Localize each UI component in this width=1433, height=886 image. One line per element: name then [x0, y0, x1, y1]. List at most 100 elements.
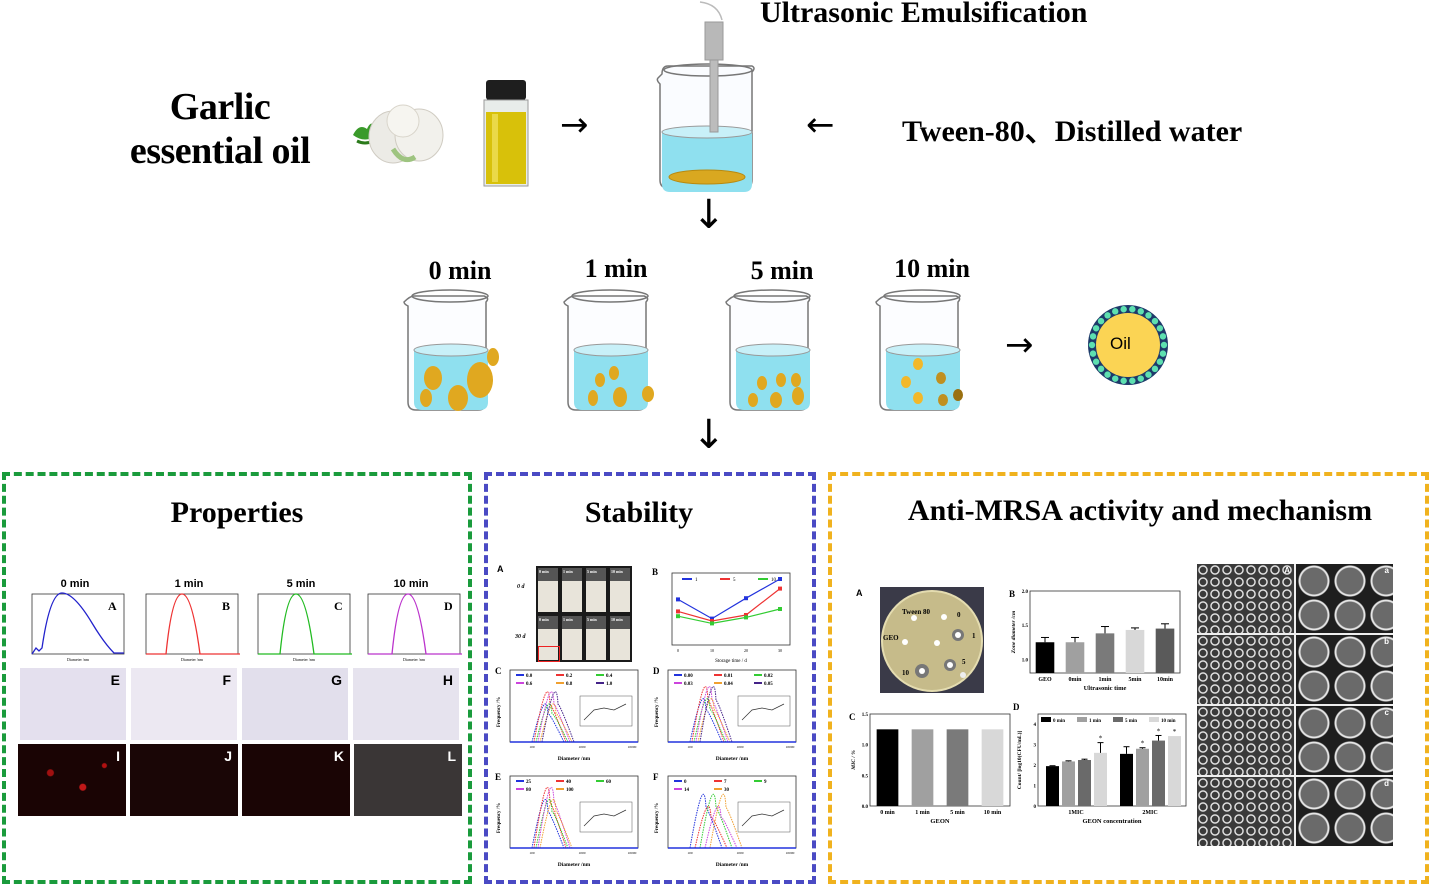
legend-label: 0.0 — [526, 674, 533, 679]
arrow-down-1: ↓ — [692, 192, 726, 238]
y-tick-label: 0 — [1034, 805, 1037, 810]
surfactant-bead — [1120, 306, 1127, 313]
y-axis-label: Count/ [log10(CFU/mL)] — [1016, 731, 1023, 790]
x-tick: 10 — [710, 648, 714, 653]
x-tick: 10000 — [786, 745, 795, 749]
sem-image: A — [1197, 564, 1294, 633]
x-tick: 1000 — [579, 851, 586, 855]
data-point — [676, 614, 680, 619]
anti-mrsa-title: Anti-MRSA activity and mechanism — [907, 494, 1373, 527]
dist-title-3: 10 min — [393, 578, 429, 590]
x-tick-label: 1min — [1098, 677, 1112, 683]
oil-label: Oil — [1110, 334, 1131, 353]
y-tick-label: 1.5 — [1022, 624, 1029, 629]
bar-1min — [1095, 633, 1115, 673]
surfactant-bead — [1129, 377, 1136, 384]
series-line-10 — [677, 608, 781, 625]
data-point — [676, 597, 680, 602]
legend-label: 80 — [526, 788, 532, 793]
legend-label: 25 — [526, 780, 532, 785]
distribution-curve — [368, 593, 462, 655]
surfactant-bead — [1112, 375, 1119, 382]
group-label: 2MIC — [1142, 810, 1157, 816]
surfactant-bead — [1092, 325, 1100, 332]
y-tick-label: 1.0 — [862, 744, 869, 749]
sem-label: b — [1384, 637, 1389, 646]
sem-label: A — [1284, 566, 1290, 575]
legend-label: 0.05 — [764, 682, 773, 687]
surfactant-bead — [1137, 308, 1144, 315]
bar-0min — [1065, 642, 1085, 673]
x-tick: 100 — [687, 851, 693, 855]
x-tick-label: 0min — [1068, 677, 1082, 683]
fluorescence-J: J — [130, 744, 238, 816]
data-point — [778, 586, 782, 591]
vial-label: 10 min — [611, 617, 623, 622]
y-tick-label: 1.5 — [862, 713, 869, 718]
x-tick: 10000 — [786, 851, 795, 855]
surfactant-bead — [1137, 375, 1144, 382]
y-axis-label: Frequency /% — [497, 697, 502, 727]
x-axis-label: Diameter /nm — [716, 756, 749, 762]
plate-label-tween: Tween 80 — [902, 608, 931, 616]
surfactant-bead — [1092, 358, 1100, 365]
x-tick: 100 — [687, 745, 693, 749]
panel-letter: B — [1009, 589, 1015, 599]
data-point — [778, 607, 782, 611]
distribution-curve — [533, 786, 567, 849]
arrow-down-2: ↓ — [692, 412, 726, 458]
legend-label: 0.8 — [566, 682, 573, 687]
distribution-curve — [146, 593, 240, 655]
y-tick-label: 4 — [1034, 723, 1037, 728]
row-30d: 30 d — [515, 634, 526, 640]
significance-marker: * — [1157, 727, 1161, 735]
dist-title-0: 0 min — [60, 578, 90, 590]
sem-image: c — [1296, 706, 1393, 775]
plate-letter: A — [856, 588, 863, 598]
bar-2MIC-10min — [1168, 736, 1181, 806]
emulsion-beakers — [403, 289, 963, 411]
series-line-1 — [677, 578, 781, 620]
properties-title: Properties — [170, 496, 304, 529]
label-H: H — [442, 672, 453, 688]
micrograph-E: E — [20, 668, 126, 740]
data-point — [778, 577, 782, 581]
legend-label: 0 — [684, 780, 687, 785]
garlic-icon — [353, 104, 444, 164]
legend-label: 10 — [771, 578, 777, 583]
sem-image: b — [1296, 635, 1393, 704]
y-tick-label: 0.5 — [862, 774, 869, 779]
x-tick: 1000 — [737, 851, 744, 855]
sem-label: d — [1384, 779, 1389, 788]
label-K: K — [333, 748, 344, 764]
legend-label: 40 — [566, 780, 572, 785]
distribution-curve — [535, 703, 569, 743]
inset-line — [741, 703, 785, 721]
time-label-0: 0 min — [428, 256, 492, 285]
legend-swatch — [1041, 717, 1051, 722]
beaker-5min — [725, 289, 811, 411]
legend-label: 10 min — [1161, 719, 1176, 724]
surfactant-bead — [1097, 365, 1105, 373]
x-tick: 30 — [778, 648, 782, 653]
surfactant-bead — [1160, 341, 1168, 349]
y-tick-label: 2 — [1034, 764, 1037, 769]
x-tick-label: 10 min — [984, 810, 1002, 816]
legend-label: 5 min — [1125, 719, 1137, 724]
distribution-curve — [691, 686, 725, 743]
surfactant-bead — [1159, 333, 1167, 340]
anti-mrsa-panel — [828, 472, 1429, 884]
additives-label: Tween-80、Distilled water — [902, 115, 1243, 148]
data-point — [676, 609, 680, 614]
arrow-right-1: → — [560, 105, 589, 145]
distribution-curve — [695, 686, 729, 743]
oil-droplet-icon — [1088, 305, 1168, 385]
label-F: F — [222, 672, 231, 688]
